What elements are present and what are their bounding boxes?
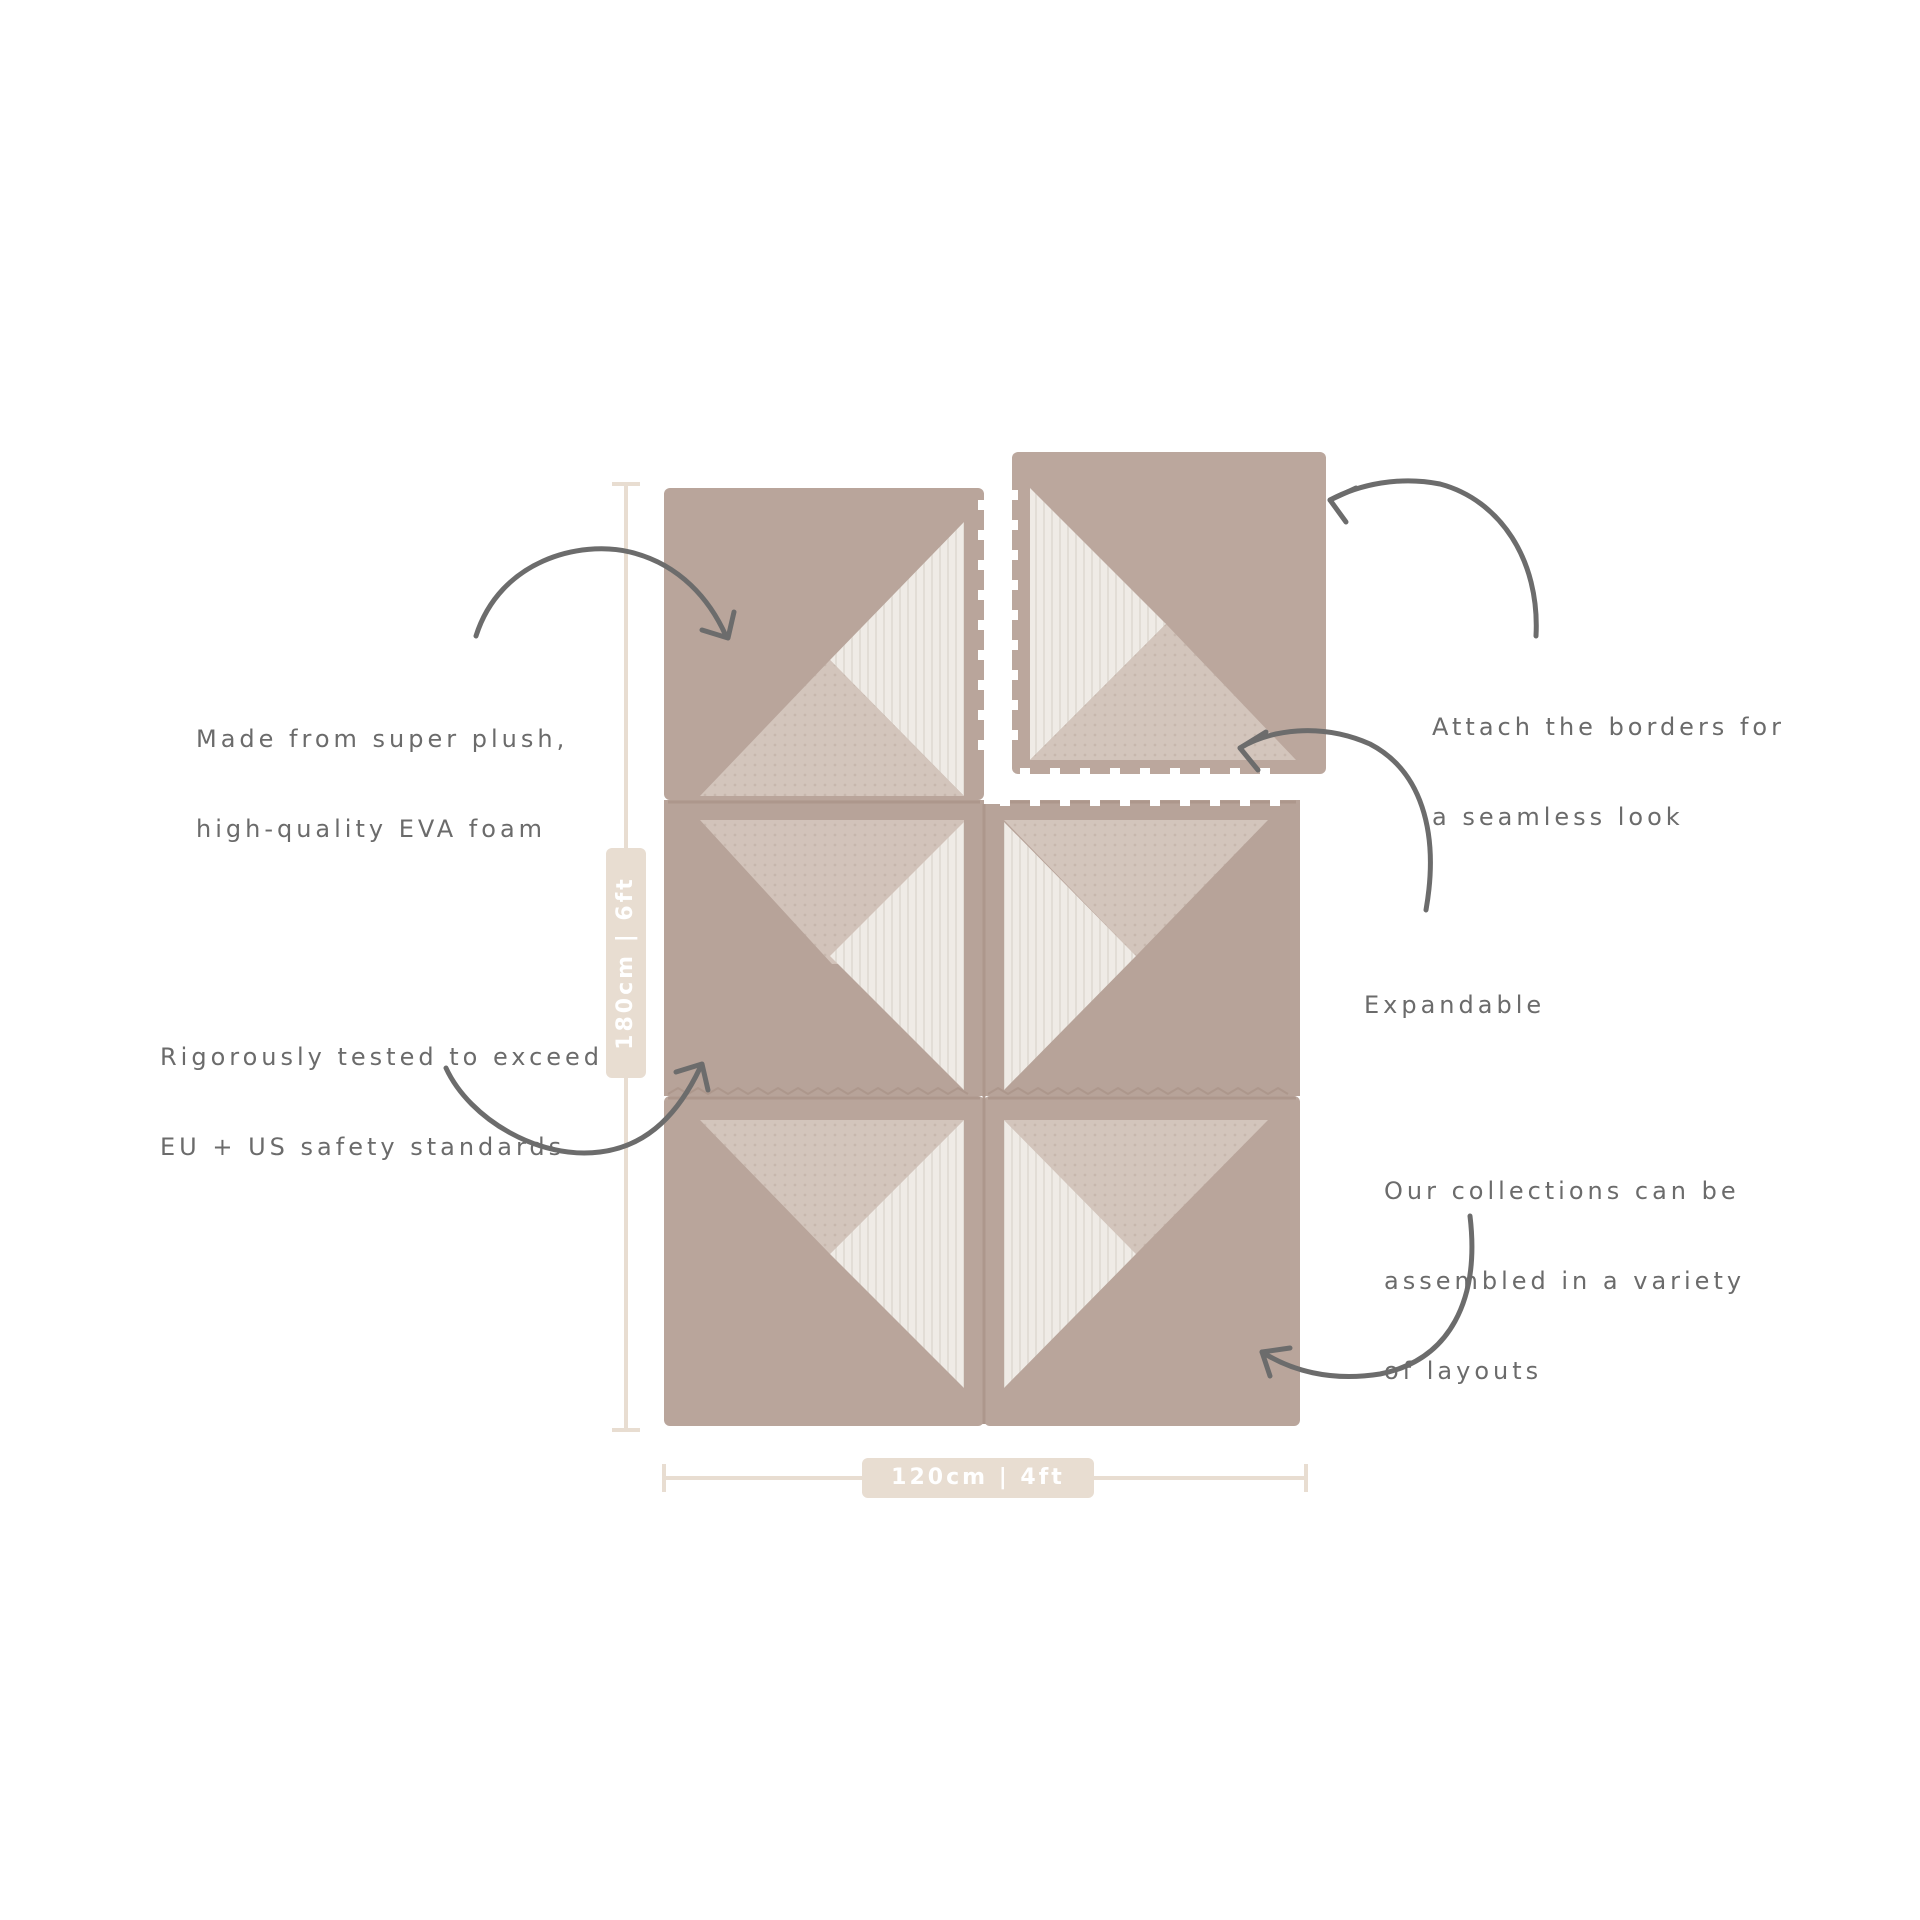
mid-triangle-bottom-right [1004, 1120, 1268, 1254]
mid-triangle-bottom-left [700, 1120, 964, 1254]
callout-layouts: Our collections can be assembled in a va… [1384, 1116, 1745, 1446]
callout-layouts-line-3: of layouts [1384, 1357, 1543, 1385]
height-dimension-text: 180cm | 6ft [613, 876, 638, 1050]
mid-triangle-top-left [700, 660, 964, 796]
callout-layouts-line-1: Our collections can be [1384, 1177, 1740, 1205]
callout-expandable: Expandable [1364, 930, 1545, 1080]
arrow-foam [473, 546, 737, 641]
callout-foam: Made from super plush, high-quality EVA … [196, 664, 568, 904]
height-dimension-label: 180cm | 6ft [606, 848, 646, 1078]
light-triangle-bottom-right [1004, 1120, 1136, 1388]
light-triangle-detached [1030, 488, 1166, 760]
light-triangle-middle-right [1004, 822, 1136, 1090]
callout-borders: Attach the borders for a seamless look [1432, 652, 1785, 892]
arrow-layouts [1259, 1213, 1475, 1379]
callout-tested-line-1: Rigorously tested to exceed [160, 1043, 604, 1071]
callout-foam-line-2: high-quality EVA foam [196, 815, 547, 843]
callout-expandable-line-1: Expandable [1364, 991, 1546, 1019]
callout-tested-line-2: EU + US safety standards [160, 1133, 566, 1161]
callout-borders-line-2: a seamless look [1432, 803, 1684, 831]
callout-foam-line-1: Made from super plush, [196, 725, 569, 753]
light-triangle-bottom-left [830, 1120, 964, 1388]
light-triangle-middle-left [830, 822, 964, 1090]
tile-seams [667, 800, 1296, 1424]
border-piece [978, 474, 1304, 806]
light-triangle-top-left [830, 522, 964, 796]
arrow-expandable [1237, 728, 1433, 913]
width-dimension-label: 120cm | 4ft [862, 1458, 1094, 1498]
callout-layouts-line-2: assembled in a variety [1384, 1267, 1746, 1295]
callout-borders-line-1: Attach the borders for [1432, 713, 1785, 741]
callout-tested: Rigorously tested to exceed EU + US safe… [160, 982, 603, 1222]
mid-triangle-detached [1030, 624, 1296, 760]
arrow-tested [443, 1061, 711, 1156]
width-dimension-text: 120cm | 4ft [891, 1465, 1065, 1490]
arrow-borders [1327, 478, 1539, 639]
mid-triangle-middle-right [1004, 820, 1268, 956]
